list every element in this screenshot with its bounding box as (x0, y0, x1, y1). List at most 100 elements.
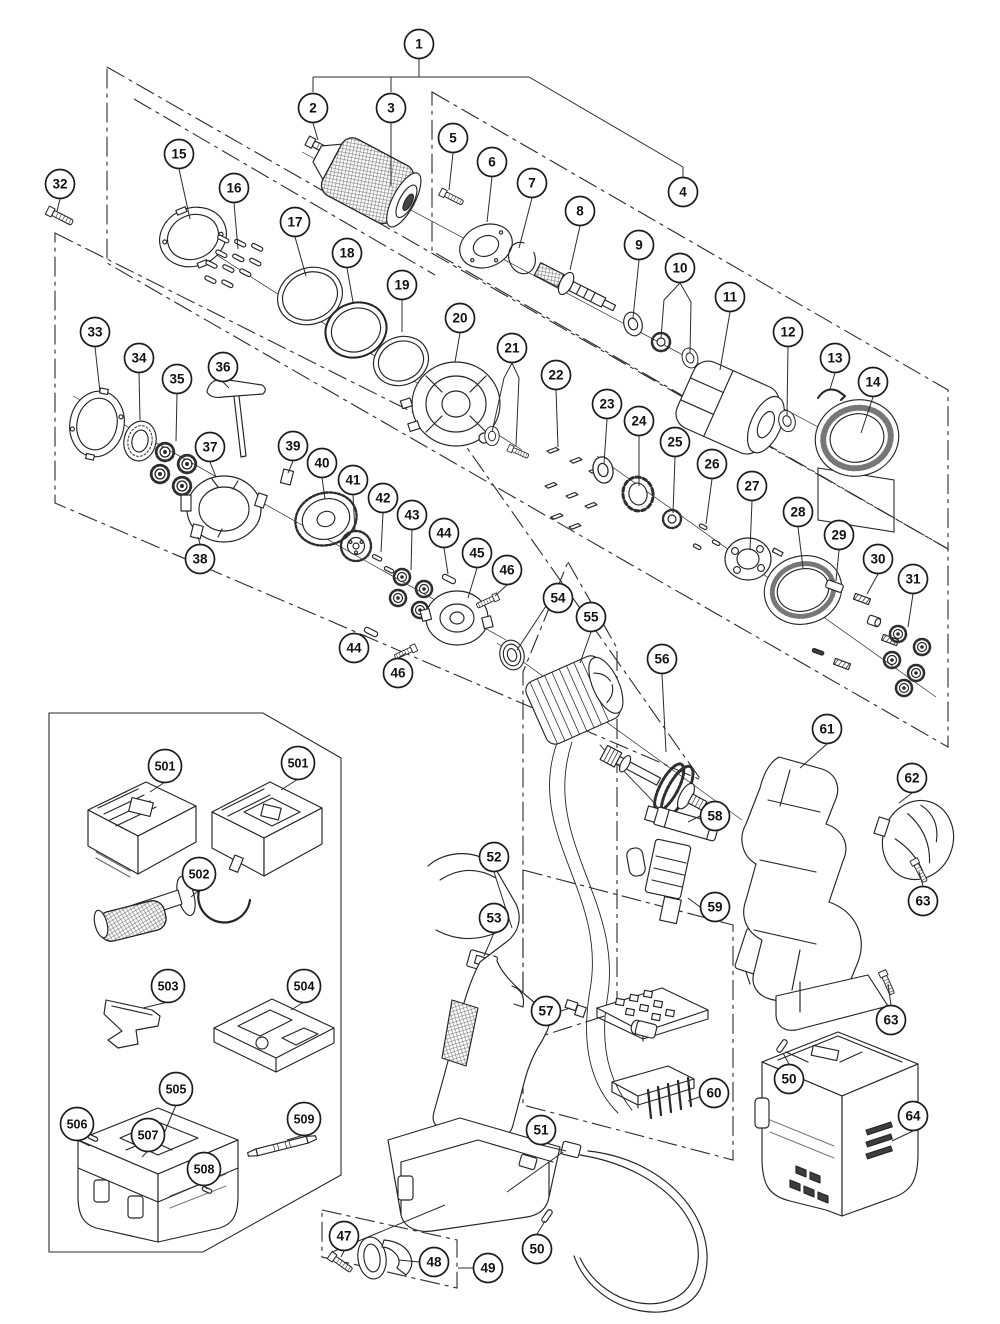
balloon-25[interactable]: 25 (659, 426, 691, 458)
balloon-circle-18[interactable] (331, 237, 363, 269)
balloon-21[interactable]: 21 (496, 332, 528, 364)
balloon-13[interactable]: 13 (819, 342, 851, 374)
balloon-11[interactable]: 11 (714, 281, 746, 313)
balloon-501[interactable]: 501 (147, 748, 183, 784)
balloon-circle-15[interactable] (163, 138, 195, 170)
balloon-circle-60[interactable] (698, 1077, 730, 1109)
balloon-18[interactable]: 18 (331, 237, 363, 269)
balloon-41[interactable]: 41 (337, 464, 369, 496)
balloon-circle-506[interactable] (59, 1106, 95, 1142)
balloon-63[interactable]: 63 (907, 885, 939, 917)
balloon-circle-22[interactable] (540, 359, 572, 391)
balloon-circle-63[interactable] (875, 1004, 907, 1036)
balloon-circle-20[interactable] (444, 302, 476, 334)
balloon-49[interactable]: 49 (472, 1252, 504, 1284)
balloon-circle-40[interactable] (306, 447, 338, 479)
balloon-37[interactable]: 37 (194, 431, 226, 463)
balloon-circle-508[interactable] (186, 1151, 222, 1187)
balloon-circle-55[interactable] (575, 601, 607, 633)
balloon-45[interactable]: 45 (461, 537, 493, 569)
balloon-circle-507[interactable] (130, 1117, 166, 1153)
balloon-circle-23[interactable] (591, 388, 623, 420)
balloon-48[interactable]: 48 (418, 1246, 450, 1278)
balloon-circle-37[interactable] (194, 431, 226, 463)
balloon-circle-56[interactable] (646, 643, 678, 675)
balloon-22[interactable]: 22 (540, 359, 572, 391)
balloon-circle-34[interactable] (123, 342, 155, 374)
balloon-circle-44[interactable] (428, 517, 460, 549)
balloon-circle-48[interactable] (418, 1246, 450, 1278)
balloon-28[interactable]: 28 (782, 496, 814, 528)
balloon-38[interactable]: 38 (184, 543, 216, 575)
balloon-circle-59[interactable] (699, 891, 731, 923)
balloon-29[interactable]: 29 (823, 519, 855, 551)
balloon-12[interactable]: 12 (772, 316, 804, 348)
balloon-circle-63[interactable] (907, 885, 939, 917)
balloon-23[interactable]: 23 (591, 388, 623, 420)
balloon-53[interactable]: 53 (478, 902, 510, 934)
balloon-circle-32[interactable] (44, 168, 76, 200)
balloon-circle-7[interactable] (516, 167, 548, 199)
balloon-32[interactable]: 32 (44, 168, 76, 200)
balloon-circle-42[interactable] (367, 482, 399, 514)
balloon-circle-19[interactable] (386, 269, 418, 301)
balloon-55[interactable]: 55 (575, 601, 607, 633)
balloon-506[interactable]: 506 (59, 1106, 95, 1142)
balloon-46[interactable]: 46 (382, 657, 414, 689)
balloon-circle-26[interactable] (696, 448, 728, 480)
balloon-4[interactable]: 4 (667, 176, 699, 208)
balloon-circle-21[interactable] (496, 332, 528, 364)
balloon-circle-47[interactable] (328, 1220, 360, 1252)
balloon-circle-505[interactable] (158, 1071, 194, 1107)
balloon-57[interactable]: 57 (530, 995, 562, 1027)
balloon-circle-39[interactable] (277, 430, 309, 462)
balloon-circle-36[interactable] (207, 351, 239, 383)
balloon-15[interactable]: 15 (163, 138, 195, 170)
balloon-509[interactable]: 509 (286, 1101, 322, 1137)
balloon-circle-14[interactable] (857, 366, 889, 398)
balloon-504[interactable]: 504 (286, 968, 322, 1004)
balloon-44[interactable]: 44 (338, 632, 370, 664)
balloon-circle-1[interactable] (403, 28, 435, 60)
balloon-circle-5[interactable] (437, 122, 469, 154)
balloon-501[interactable]: 501 (280, 745, 316, 781)
balloon-50[interactable]: 50 (521, 1233, 553, 1265)
balloon-circle-25[interactable] (659, 426, 691, 458)
balloon-1[interactable]: 1 (403, 28, 435, 60)
balloon-circle-54[interactable] (542, 582, 574, 614)
balloon-44[interactable]: 44 (428, 517, 460, 549)
balloon-circle-53[interactable] (478, 902, 510, 934)
balloon-circle-30[interactable] (862, 543, 894, 575)
balloon-circle-43[interactable] (396, 499, 428, 531)
balloon-circle-11[interactable] (714, 281, 746, 313)
balloon-circle-501[interactable] (147, 748, 183, 784)
balloon-10[interactable]: 10 (664, 252, 696, 284)
balloon-33[interactable]: 33 (79, 316, 111, 348)
balloon-circle-504[interactable] (286, 968, 322, 1004)
balloon-505[interactable]: 505 (158, 1071, 194, 1107)
balloon-circle-9[interactable] (623, 229, 655, 261)
balloon-42[interactable]: 42 (367, 482, 399, 514)
balloon-circle-24[interactable] (623, 405, 655, 437)
balloon-507[interactable]: 507 (130, 1117, 166, 1153)
balloon-circle-3[interactable] (375, 92, 407, 124)
balloon-circle-501[interactable] (280, 745, 316, 781)
balloon-26[interactable]: 26 (696, 448, 728, 480)
balloon-27[interactable]: 27 (736, 470, 768, 502)
balloon-circle-50[interactable] (521, 1233, 553, 1265)
balloon-circle-50[interactable] (773, 1063, 805, 1095)
balloon-circle-31[interactable] (897, 563, 929, 595)
balloon-40[interactable]: 40 (306, 447, 338, 479)
balloon-51[interactable]: 51 (525, 1114, 557, 1146)
balloon-circle-51[interactable] (525, 1114, 557, 1146)
balloon-9[interactable]: 9 (623, 229, 655, 261)
balloon-circle-44[interactable] (338, 632, 370, 664)
balloon-circle-46[interactable] (382, 657, 414, 689)
balloon-503[interactable]: 503 (150, 968, 186, 1004)
balloon-24[interactable]: 24 (623, 405, 655, 437)
balloon-circle-33[interactable] (79, 316, 111, 348)
balloon-8[interactable]: 8 (564, 195, 596, 227)
balloon-circle-6[interactable] (476, 146, 508, 178)
balloon-circle-57[interactable] (530, 995, 562, 1027)
balloon-64[interactable]: 64 (897, 1100, 929, 1132)
